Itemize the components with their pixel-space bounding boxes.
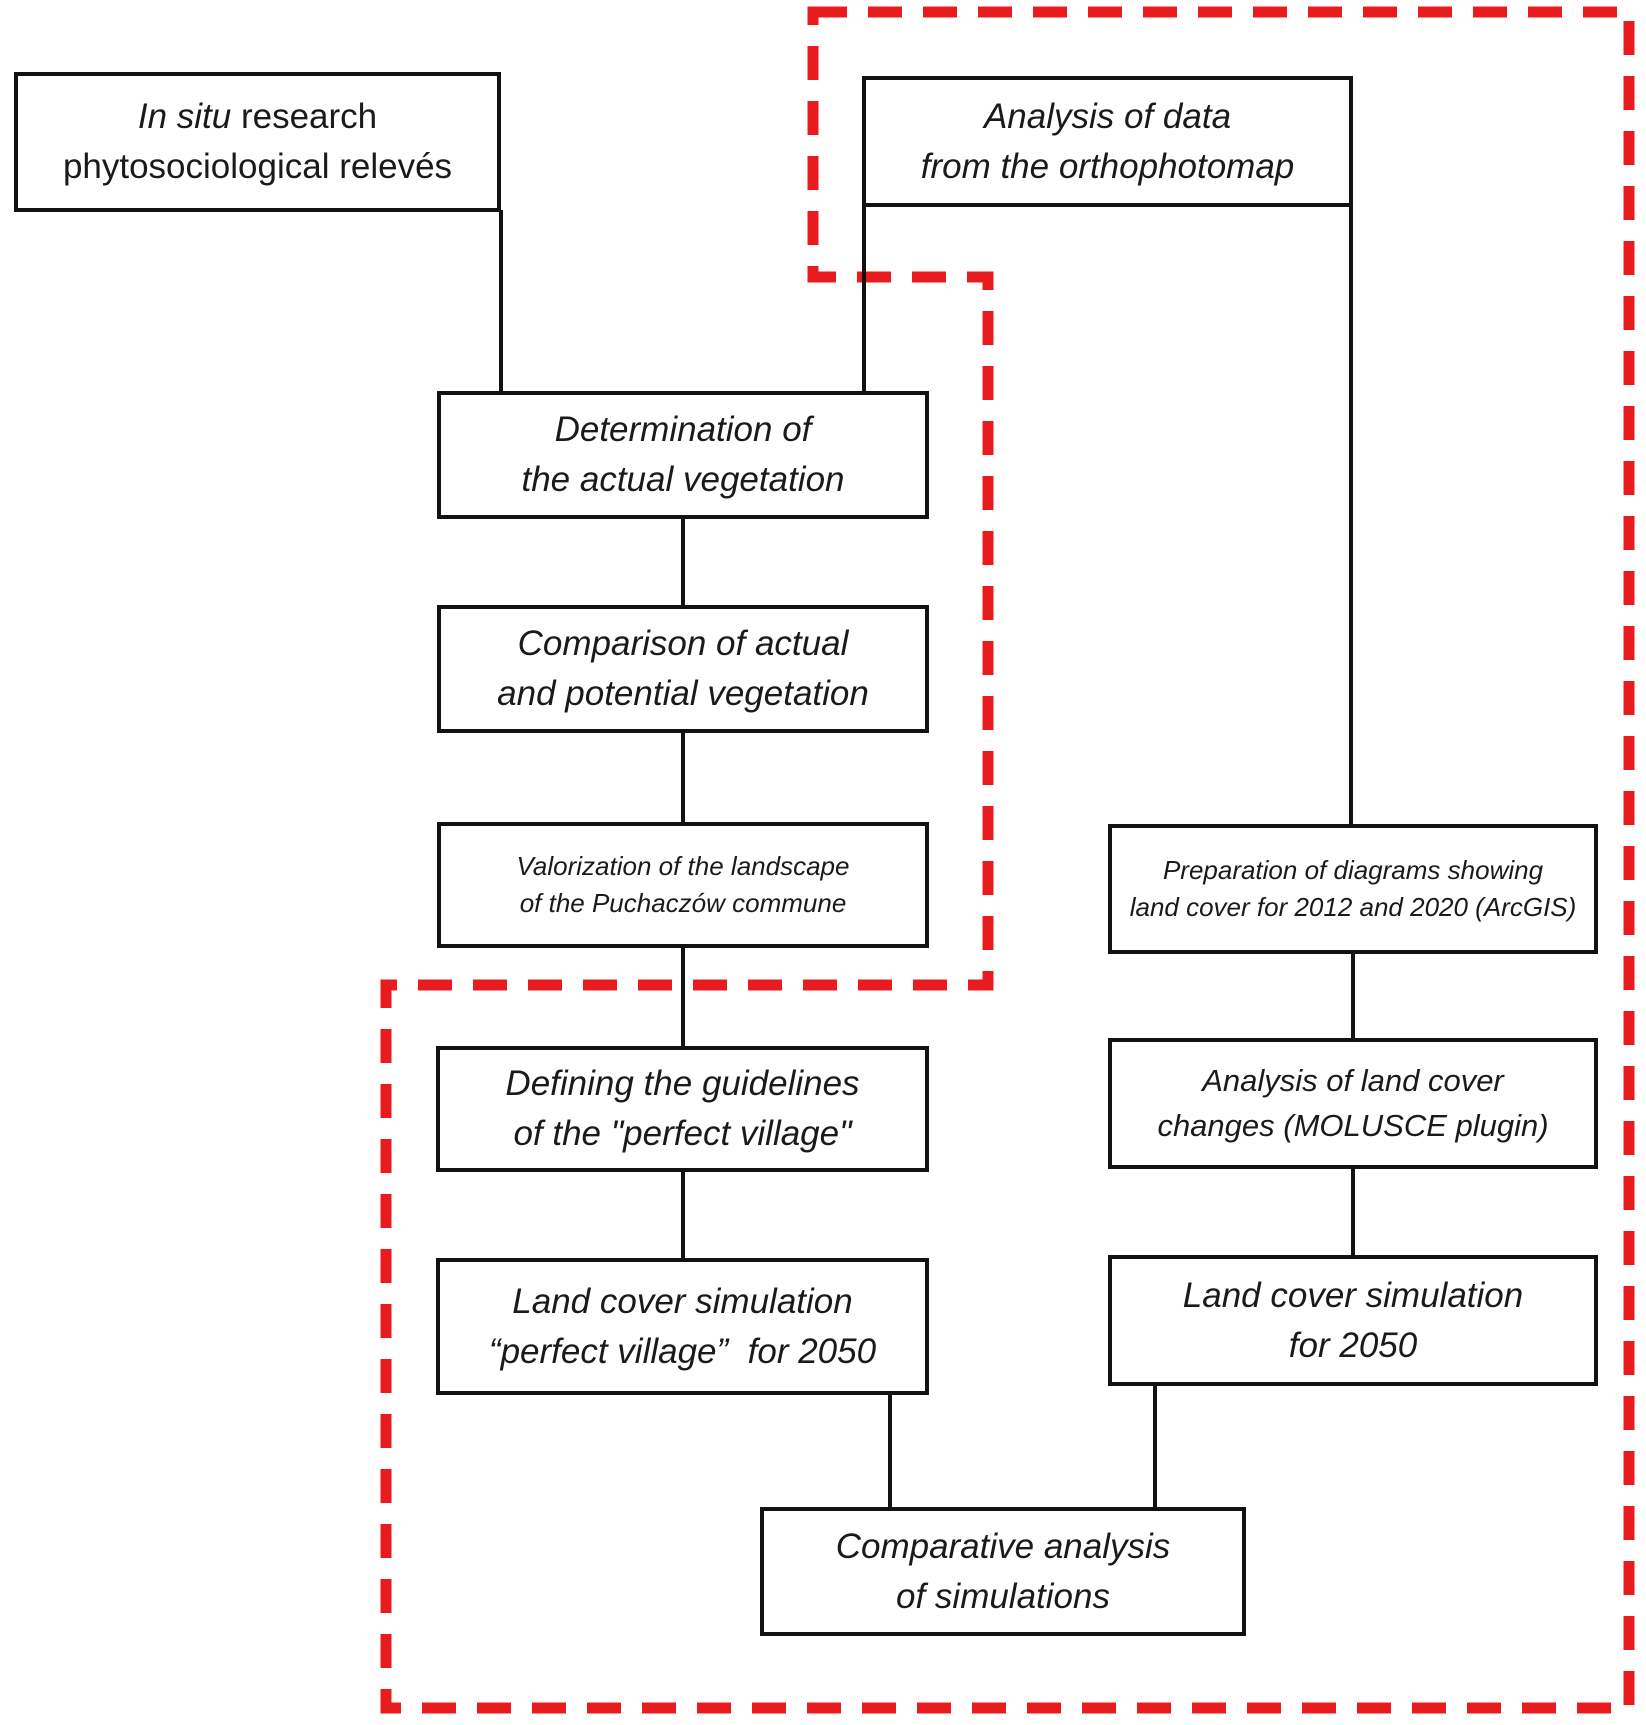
box-land-cover-simulation-2050-line-2: for 2050	[1289, 1321, 1417, 1371]
box-valorization-landscape-line-1: Valorization of the landscape	[517, 848, 850, 885]
box-defining-guidelines-line-1: Defining the guidelines	[505, 1059, 859, 1109]
box-determination-actual-vegetation-line-2: the actual vegetation	[521, 455, 844, 505]
box-comparative-analysis-line-2: of simulations	[896, 1572, 1110, 1622]
box-in-situ-research-line-2: phytosociological relevés	[63, 142, 452, 192]
box-valorization-landscape-line-2: of the Puchaczów commune	[520, 885, 847, 922]
box-comparison-vegetation: Comparison of actual and potential vegeta…	[437, 605, 929, 733]
box-in-situ-research: In situ research phytosociological relevé…	[14, 72, 501, 212]
box-analysis-land-cover-changes-line-2: changes (MOLUSCE plugin)	[1157, 1104, 1548, 1148]
box-text-segment: of the Puchaczów commune	[519, 888, 847, 918]
box-analysis-of-data-line-1: Analysis of data	[984, 92, 1231, 142]
box-text-segment: Land cover simulation	[1182, 1275, 1524, 1315]
box-comparison-vegetation-line-1: Comparison of actual	[518, 619, 849, 669]
box-text-segment: Comparison of actual	[517, 624, 849, 664]
box-land-cover-simulation-perfect-village: Land cover simulation “perfect village” f…	[436, 1258, 929, 1395]
box-text-segment: Defining the guidelines	[505, 1064, 860, 1104]
box-determination-actual-vegetation-line-1: Determination of	[555, 405, 812, 455]
box-land-cover-simulation-perfect-village-line-1: Land cover simulation	[512, 1277, 852, 1327]
box-defining-guidelines-line-2: of the "perfect village"	[513, 1109, 851, 1159]
box-text-segment: Analysis of data	[983, 96, 1232, 136]
box-preparation-diagrams-line-2: land cover for 2012 and 2020 (ArcGIS)	[1130, 889, 1577, 926]
box-text-segment: Land cover simulation	[512, 1281, 853, 1321]
box-land-cover-simulation-2050: Land cover simulation for 2050	[1108, 1255, 1598, 1386]
box-text-segment: Comparative analysis	[835, 1526, 1171, 1566]
box-text-segment: for 2050	[1288, 1325, 1418, 1365]
box-land-cover-simulation-perfect-village-line-2: “perfect village” for 2050	[489, 1327, 876, 1377]
box-text-segment: phytosociological relevés	[62, 147, 453, 186]
box-text-segment: of simulations	[896, 1576, 1110, 1616]
box-text-segment: the actual vegetation	[521, 460, 845, 499]
box-comparative-analysis: Comparative analysis of simulations	[760, 1507, 1246, 1636]
box-comparative-analysis-line-1: Comparative analysis	[836, 1522, 1171, 1572]
box-text-segment: In situ	[137, 97, 241, 137]
box-text-segment: Determination of	[554, 410, 812, 450]
box-land-cover-simulation-2050-line-1: Land cover simulation	[1183, 1271, 1523, 1321]
box-text-segment: “perfect village” for 2050	[488, 1331, 877, 1371]
box-text-segment: land cover for 2012 and 2020 (ArcGIS)	[1129, 892, 1577, 922]
box-comparison-vegetation-line-2: and potential vegetation	[497, 669, 869, 719]
box-defining-guidelines: Defining the guidelines of the "perfect v…	[436, 1046, 929, 1172]
box-text-segment: of the "perfect village"	[513, 1114, 852, 1153]
box-valorization-landscape: Valorization of the landscape of the Puch…	[437, 822, 929, 948]
box-analysis-of-data: Analysis of data from the orthophotomap	[862, 76, 1353, 207]
box-preparation-diagrams: Preparation of diagrams showing land cove…	[1108, 824, 1598, 954]
box-text-segment: from the orthophotomap	[920, 146, 1295, 186]
box-text-segment: research	[240, 97, 378, 137]
box-text-segment: and potential vegetation	[497, 674, 869, 713]
box-preparation-diagrams-line-1: Preparation of diagrams showing	[1163, 852, 1543, 889]
box-text-segment: changes (MOLUSCE plugin)	[1157, 1107, 1549, 1143]
box-in-situ-research-line-1: In situ research	[138, 92, 377, 142]
box-text-segment: Analysis of land cover	[1202, 1063, 1504, 1099]
study-scope-dashed-outline	[380, 6, 1635, 1714]
box-determination-actual-vegetation: Determination of the actual vegetation	[437, 391, 929, 519]
box-analysis-land-cover-changes-line-1: Analysis of land cover	[1202, 1059, 1504, 1103]
box-analysis-land-cover-changes: Analysis of land cover changes (MOLUSCE p…	[1108, 1038, 1598, 1169]
box-analysis-of-data-line-2: from the orthophotomap	[921, 142, 1295, 192]
box-text-segment: Preparation of diagrams showing	[1162, 855, 1544, 886]
box-text-segment: Valorization of the landscape	[516, 851, 850, 882]
